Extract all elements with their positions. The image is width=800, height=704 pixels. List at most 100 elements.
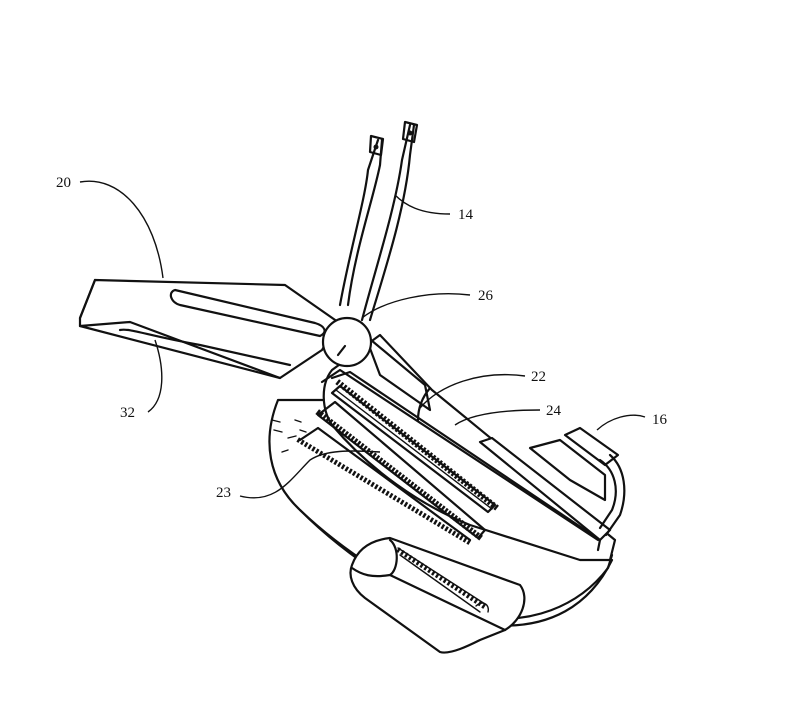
leader-32 bbox=[147, 339, 163, 413]
leader-20 bbox=[79, 180, 164, 279]
tooth bbox=[424, 493, 430, 500]
tooth bbox=[381, 415, 388, 422]
tooth bbox=[387, 464, 393, 471]
straps-14 bbox=[338, 120, 419, 322]
tooth bbox=[457, 475, 463, 482]
tooth bbox=[403, 552, 409, 558]
reference-numerals: 20 14 26 22 24 16 32 23 bbox=[56, 175, 668, 501]
tooth bbox=[414, 441, 420, 448]
tooth bbox=[362, 477, 368, 483]
tooth bbox=[318, 411, 325, 418]
tooth bbox=[370, 481, 375, 488]
tooth bbox=[396, 497, 401, 503]
leader-23 bbox=[239, 450, 381, 499]
tooth bbox=[462, 537, 468, 543]
tooth bbox=[401, 431, 407, 438]
tooth bbox=[430, 498, 437, 505]
tooth bbox=[458, 519, 465, 527]
tooth bbox=[471, 529, 477, 536]
pocket-teeth-row bbox=[396, 547, 487, 609]
tooth bbox=[433, 500, 440, 507]
tooth bbox=[341, 384, 348, 391]
tooth bbox=[346, 433, 353, 440]
tooth bbox=[340, 463, 346, 470]
tooth bbox=[411, 557, 417, 564]
tooth bbox=[481, 603, 487, 609]
tooth bbox=[461, 522, 468, 529]
tooth bbox=[452, 515, 459, 522]
tooth bbox=[368, 405, 374, 412]
tooth bbox=[420, 446, 427, 454]
tooth bbox=[436, 503, 443, 510]
lower-teeth-row bbox=[296, 437, 472, 545]
tooth bbox=[385, 490, 390, 497]
tooth bbox=[414, 508, 420, 514]
tooth bbox=[351, 470, 357, 477]
tooth bbox=[427, 567, 432, 574]
label-24: 24 bbox=[546, 403, 562, 419]
tooth bbox=[351, 392, 358, 399]
tooth bbox=[377, 457, 384, 464]
tooth bbox=[437, 459, 443, 467]
tooth bbox=[403, 501, 409, 508]
tooth bbox=[480, 493, 486, 501]
label-32: 32 bbox=[120, 405, 135, 421]
cover-flap-20 bbox=[78, 278, 340, 380]
tooth bbox=[352, 438, 359, 445]
tooth bbox=[300, 439, 305, 446]
leader-24 bbox=[454, 409, 541, 426]
tooth bbox=[454, 585, 459, 592]
tooth bbox=[303, 441, 309, 448]
tooth bbox=[345, 387, 351, 394]
tooth bbox=[430, 454, 437, 461]
tooth bbox=[399, 474, 406, 481]
tooth bbox=[315, 409, 321, 416]
label-16: 16 bbox=[652, 412, 668, 428]
tooth bbox=[321, 414, 328, 421]
tooth bbox=[362, 445, 368, 452]
tooth bbox=[443, 465, 450, 472]
tooth bbox=[422, 512, 427, 519]
tooth bbox=[436, 521, 442, 528]
tooth bbox=[470, 486, 476, 493]
tooth bbox=[433, 519, 438, 525]
leader-22 bbox=[419, 374, 526, 409]
tooth bbox=[307, 444, 313, 450]
tooth bbox=[383, 462, 390, 469]
tooth bbox=[348, 389, 355, 396]
tooth bbox=[396, 471, 402, 478]
tooth bbox=[388, 420, 394, 428]
tooth bbox=[390, 466, 396, 474]
tooth bbox=[464, 524, 471, 531]
tooth bbox=[349, 435, 356, 442]
tooth bbox=[427, 452, 434, 459]
hinge-26 bbox=[321, 316, 373, 368]
tooth bbox=[434, 572, 440, 579]
tooth bbox=[477, 534, 483, 541]
tooth bbox=[400, 549, 405, 556]
tooth bbox=[355, 472, 361, 479]
tooth bbox=[324, 416, 331, 423]
tooth bbox=[453, 473, 460, 480]
tooth bbox=[404, 433, 411, 441]
tooth bbox=[458, 588, 463, 594]
tooth bbox=[450, 470, 457, 477]
tooth bbox=[490, 501, 496, 508]
tooth bbox=[411, 439, 417, 446]
tooth bbox=[447, 528, 453, 534]
label-26: 26 bbox=[478, 288, 494, 304]
tooth bbox=[443, 507, 449, 515]
tooth bbox=[473, 488, 480, 495]
tooth bbox=[374, 454, 381, 462]
tooth bbox=[384, 418, 391, 425]
tooth bbox=[355, 440, 362, 447]
tooth bbox=[460, 478, 467, 485]
tooth bbox=[440, 523, 446, 530]
tooth bbox=[396, 547, 402, 553]
tooth bbox=[334, 423, 340, 430]
tooth bbox=[493, 504, 499, 511]
tooth bbox=[427, 495, 434, 503]
tooth bbox=[423, 565, 429, 571]
tooth bbox=[333, 459, 338, 466]
label-23: 23 bbox=[216, 485, 231, 501]
